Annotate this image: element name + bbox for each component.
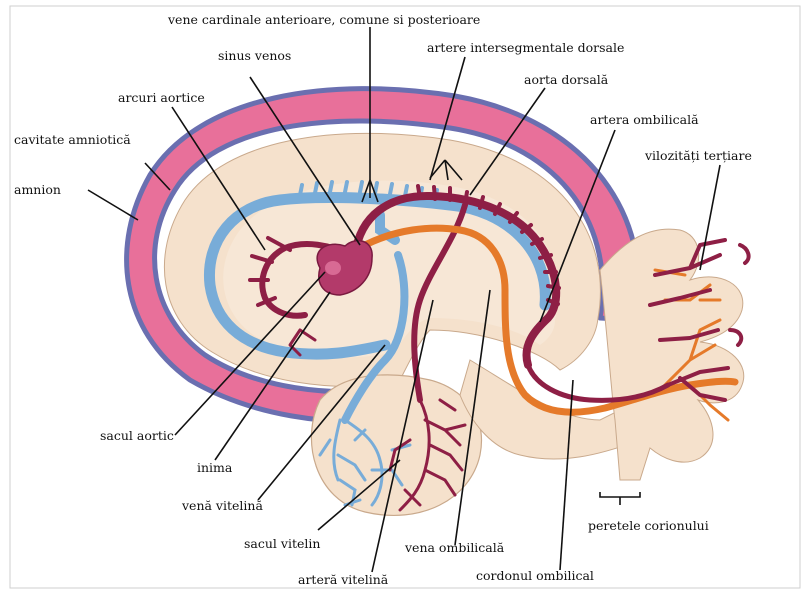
- label-peretele-corionului: peretele corionului: [588, 518, 709, 533]
- label-amnion: amnion: [14, 182, 61, 197]
- label-sinus-venos: sinus venos: [218, 48, 291, 63]
- label-sacul-vitelin: sacul vitelin: [244, 536, 320, 551]
- label-sacul-aortic: sacul aortic: [100, 428, 174, 443]
- label-inima: inima: [197, 460, 233, 475]
- label-artera-vitelina: arteră vitelină: [298, 572, 389, 587]
- label-vena-vitelina: venă vitelină: [181, 498, 263, 513]
- label-arcuri-aortice: arcuri aortice: [118, 90, 205, 105]
- label-vena-ombilicala: vena ombilicală: [404, 540, 505, 555]
- label-vilozitati-tertiare: vilozități terțiare: [644, 148, 752, 163]
- label-aorta-dorsala: aorta dorsală: [524, 72, 609, 87]
- label-cavitate-amniotica: cavitate amniotică: [14, 132, 131, 147]
- label-artere-intersegmentale: artere intersegmentale dorsale: [427, 40, 624, 55]
- label-vene-cardinale: vene cardinale anterioare, comune si pos…: [167, 12, 480, 27]
- label-artera-ombilicala: artera ombilicală: [590, 112, 699, 127]
- label-cordonul-ombilical: cordonul ombilical: [476, 568, 594, 583]
